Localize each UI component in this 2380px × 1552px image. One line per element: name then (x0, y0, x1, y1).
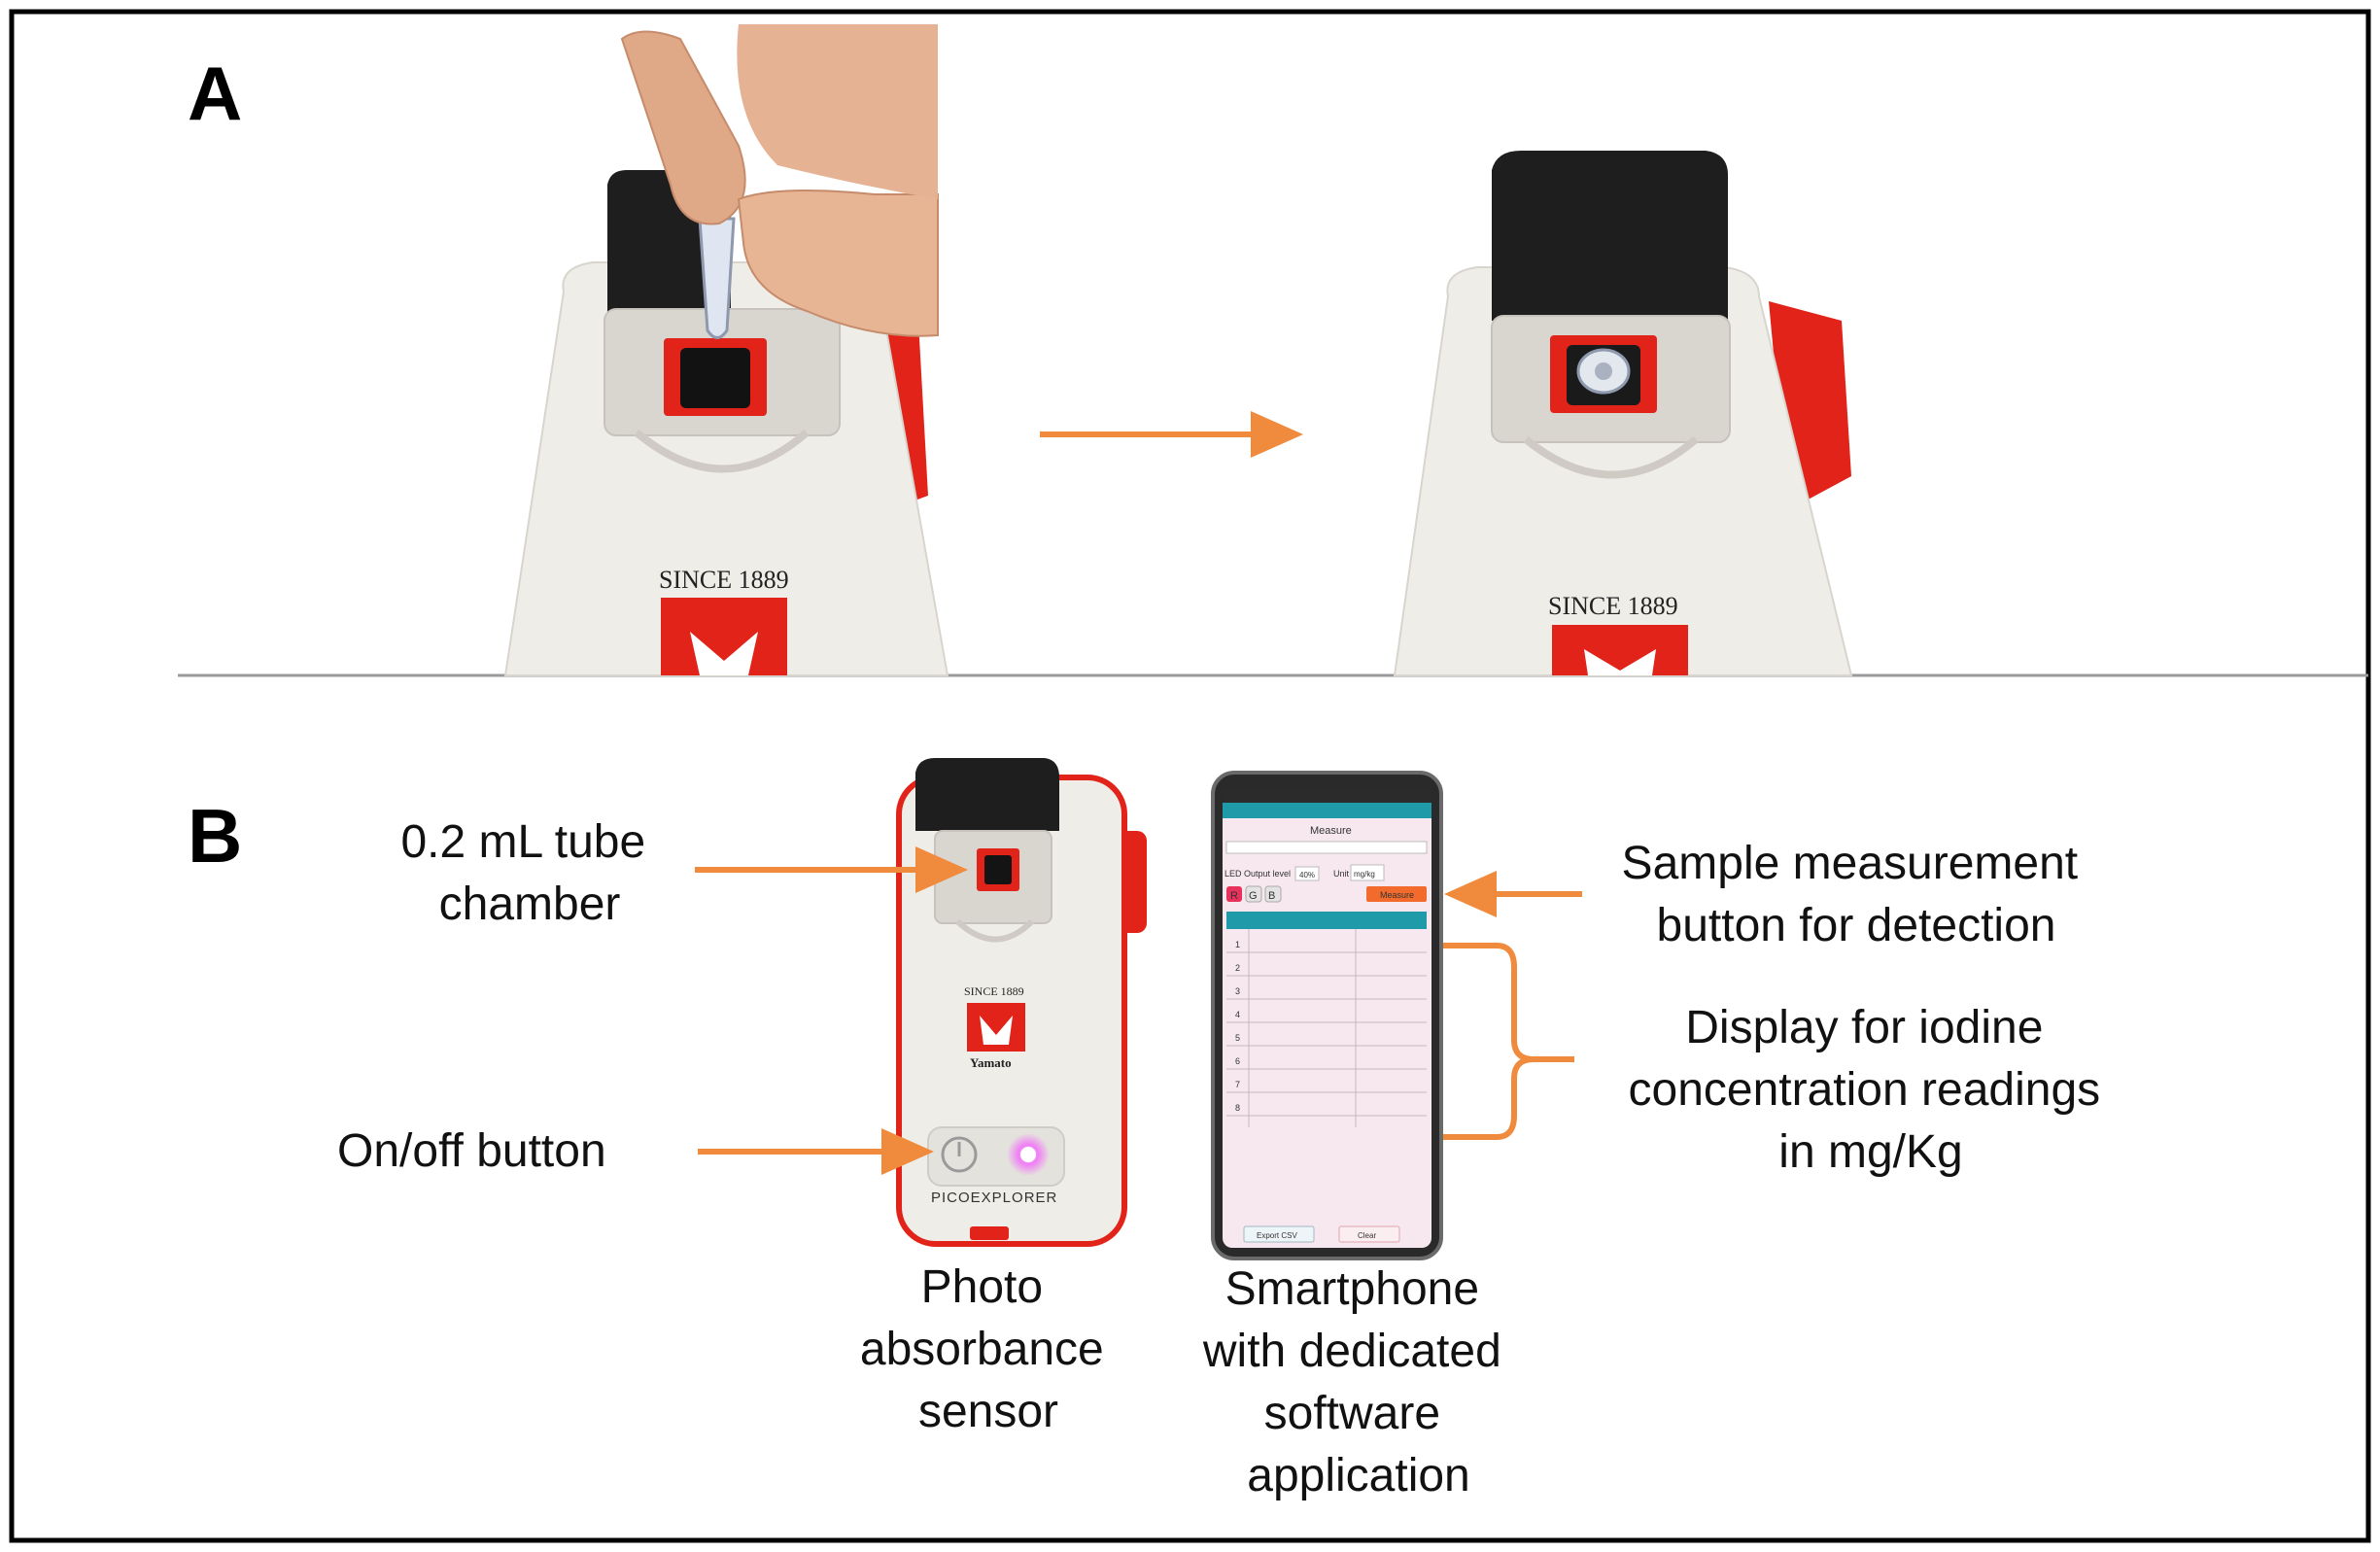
app-status-bar (1223, 789, 1431, 803)
sensor-brand-text: Yamato (970, 1055, 1012, 1070)
phone-caption-line-4: application (1247, 1450, 1470, 1501)
product-name-text: PICOEXPLORER (931, 1190, 1057, 1206)
app-title-field[interactable] (1225, 841, 1428, 854)
rgb-r-button[interactable] (1226, 886, 1242, 902)
chamber-hole (680, 348, 750, 408)
table-row-number: 3 (1235, 986, 1240, 996)
rgb-b-label: B (1268, 890, 1275, 902)
sensor-caption-line-3: sensor (918, 1386, 1058, 1437)
panel-b-letter: B (188, 793, 242, 879)
sensor-chamber-arch (954, 918, 1035, 943)
export-csv-label: Export CSV (1257, 1231, 1297, 1240)
phone-caption-line-3: software (1264, 1388, 1440, 1439)
table-row-number: 2 (1235, 963, 1240, 973)
tube-chamber-line-1: 0.2 mL tube (400, 816, 645, 868)
rgb-g-button[interactable] (1245, 885, 1262, 903)
table-row-number: 6 (1235, 1056, 1240, 1066)
measure-button-label: Measure (1380, 890, 1414, 900)
sensor-since-1889: SINCE 1889 (964, 984, 1024, 998)
led-output-label: LED Output level (1224, 869, 1291, 879)
led-output-value: 40% (1299, 871, 1315, 879)
unit-value: mg/kg (1354, 870, 1375, 879)
clear-button[interactable] (1338, 1225, 1400, 1243)
sample-measurement-line-1: Sample measurement (1622, 838, 2079, 889)
sensor-bottom-red (970, 1226, 1009, 1240)
display-line-3: in mg/Kg (1778, 1126, 1962, 1178)
yamato-logo-mark (1584, 649, 1656, 675)
chamber-arch (634, 429, 810, 473)
rgb-g-label: G (1249, 890, 1258, 902)
device-tube-inserted: SINCE 1889 (1393, 151, 1853, 676)
yamato-logo-box (1552, 625, 1688, 675)
results-table-rows: 1 2 3 4 5 6 7 8 (1226, 929, 1427, 1127)
since-1889-text: SINCE 1889 (1548, 592, 1678, 620)
chamber-arch (1523, 435, 1699, 479)
clear-label: Clear (1358, 1231, 1376, 1240)
phone-caption-line-2: with dedicated (1202, 1326, 1501, 1377)
device-inserting-tube: SINCE 1889 (503, 24, 949, 676)
rgb-r-label: R (1230, 890, 1238, 902)
export-csv-button[interactable] (1243, 1225, 1315, 1243)
table-row-number: 4 (1235, 1010, 1240, 1019)
display-label: Display for iodine concentration reading… (1629, 1002, 2114, 1178)
on-off-label: On/off button (337, 1125, 606, 1177)
inserted-tube-center (1595, 362, 1612, 380)
power-icon[interactable] (941, 1136, 978, 1173)
fingers-holding-tube (620, 30, 746, 225)
smartphone: Measure LED Output level 40% Unit mg/kg … (1211, 771, 1443, 1260)
panel-a-letter: A (188, 51, 242, 136)
led-output-field[interactable] (1294, 866, 1320, 881)
figure-border (9, 9, 2371, 1543)
sensor-yamato-mark (980, 1016, 1013, 1045)
table-row-number: 1 (1235, 940, 1240, 949)
thumb (737, 190, 939, 337)
unit-select[interactable] (1350, 864, 1385, 881)
app-title: Measure (1310, 825, 1352, 837)
phone-caption-line-1: Smartphone (1225, 1263, 1480, 1315)
photo-absorbance-sensor: SINCE 1889 Yamato PICOEXPLORER (896, 758, 1147, 1247)
display-line-2: concentration readings (1629, 1064, 2101, 1116)
sensor-lid (915, 758, 1059, 831)
measure-button[interactable] (1366, 886, 1427, 902)
results-table-header (1226, 912, 1427, 929)
table-row-number: 5 (1235, 1033, 1240, 1043)
sensor-chamber-hole (984, 855, 1012, 884)
pcr-tube (698, 217, 736, 339)
sample-measurement-label: Sample measurement button for detection (1622, 838, 2091, 951)
status-led (1020, 1147, 1036, 1162)
table-row-number: 8 (1235, 1103, 1240, 1113)
hand-back (737, 24, 938, 199)
table-row-number: 7 (1235, 1080, 1240, 1089)
display-line-1: Display for iodine (1685, 1002, 2043, 1053)
sample-measurement-line-2: button for detection (1657, 900, 2056, 951)
phone-caption: Smartphone with dedicated software appli… (1202, 1263, 1514, 1501)
since-1889-text: SINCE 1889 (659, 566, 789, 594)
tube-chamber-label: 0.2 mL tube chamber (400, 816, 658, 930)
display-bracket (1443, 943, 1574, 1140)
yamato-logo-mark (690, 632, 758, 675)
tube-chamber-line-2: chamber (439, 879, 621, 930)
device-lid (1492, 151, 1728, 321)
sensor-caption-line-2: absorbance (860, 1324, 1104, 1375)
rgb-b-button[interactable] (1264, 885, 1282, 903)
unit-label: Unit (1333, 869, 1350, 879)
app-header (1223, 803, 1431, 818)
sensor-caption-line-1: Photo (921, 1261, 1043, 1313)
phone-screen (1223, 789, 1431, 1248)
sensor-caption: Photo absorbance sensor (860, 1261, 1117, 1437)
